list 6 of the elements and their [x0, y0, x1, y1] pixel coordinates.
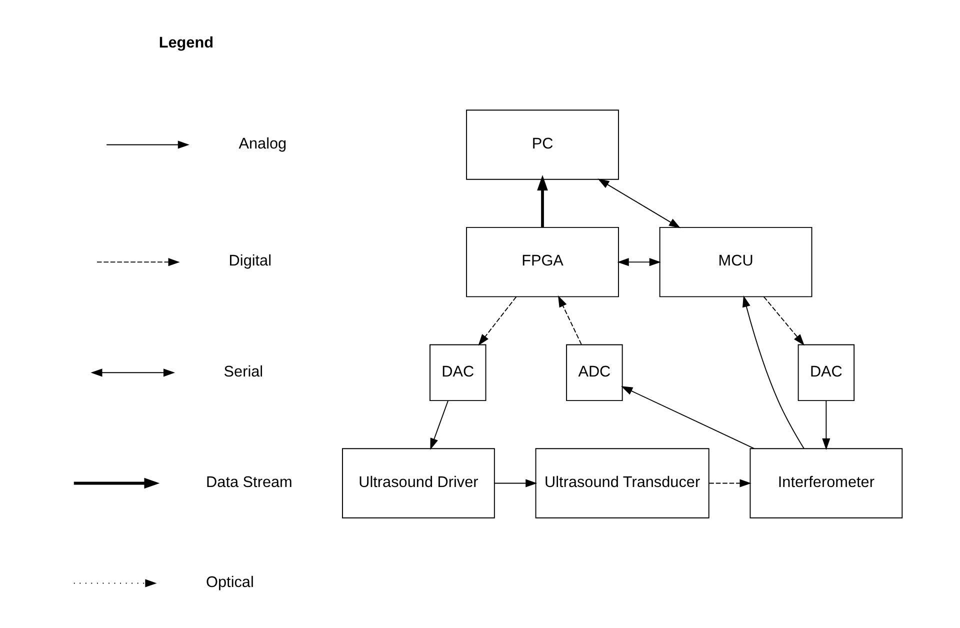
legend-label: Serial [224, 363, 264, 380]
label: Legend [158, 34, 214, 52]
legend-label: Analog [238, 135, 287, 152]
legend-label: Optical [206, 574, 254, 591]
legend-label: Data Stream [206, 474, 292, 491]
legend-label: Digital [228, 252, 272, 270]
